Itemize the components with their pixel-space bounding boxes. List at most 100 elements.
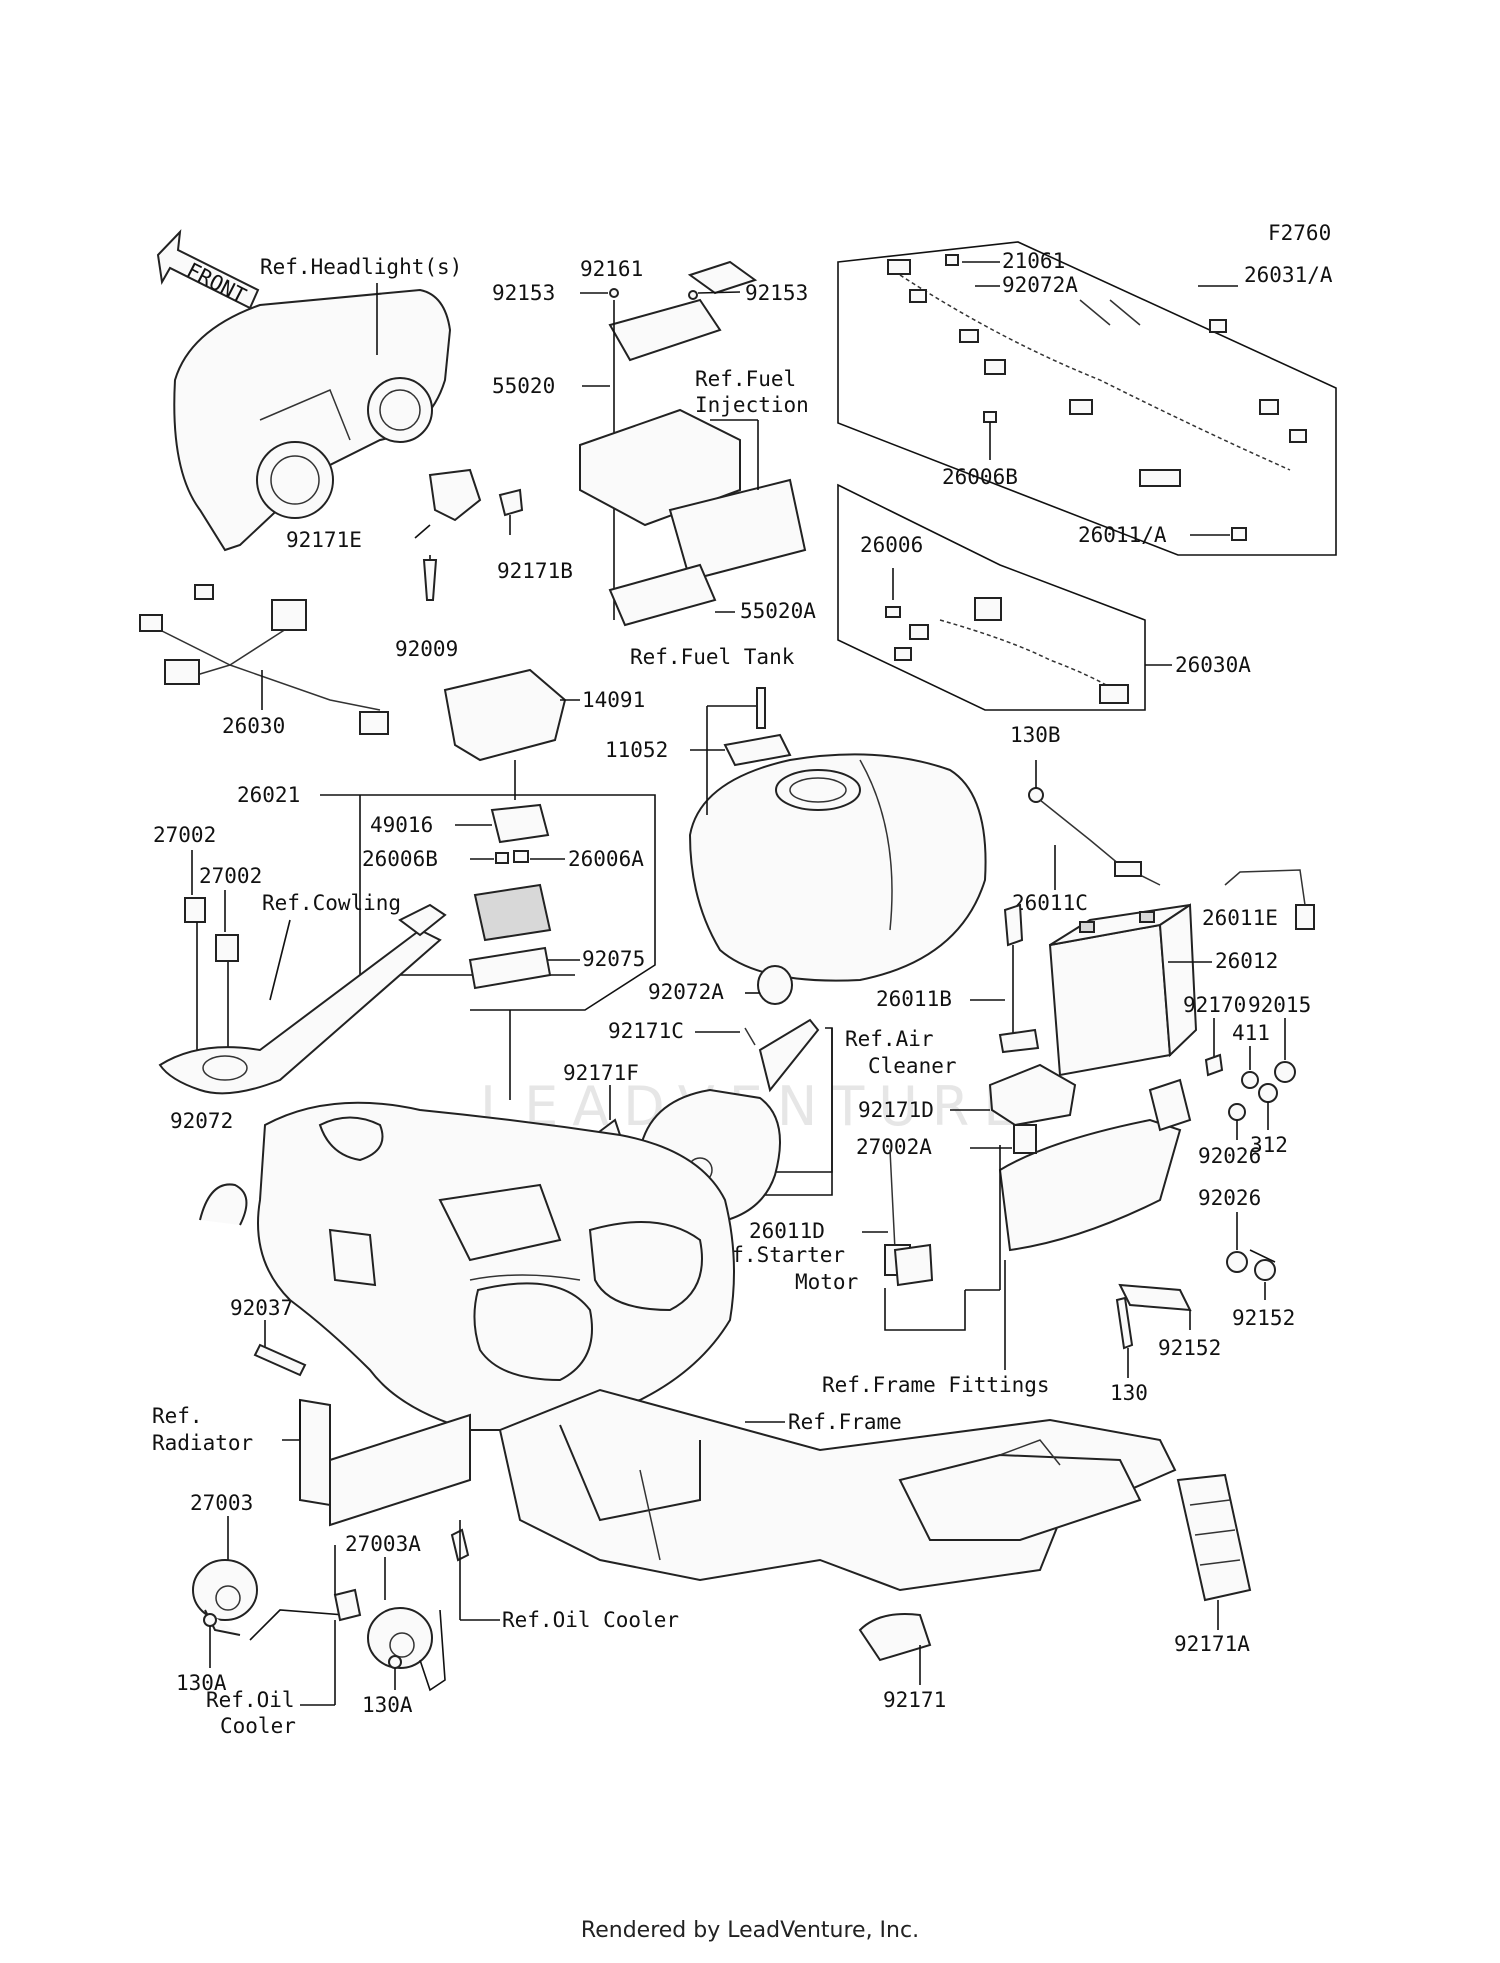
front-arrow-icon: FRONT: [156, 229, 260, 310]
part-27002a-label: 27002A: [856, 1135, 932, 1159]
part-92171f-label: 92171F: [563, 1061, 639, 1085]
connector-26011c: [1114, 861, 1142, 877]
ref-starter-motor-label-2: Motor: [795, 1270, 858, 1294]
part-92171c-label: 92171C: [608, 1019, 684, 1043]
part-26030a-label: 26030A: [1175, 653, 1251, 677]
bracket-55020a: [608, 563, 717, 627]
radiator: [299, 1398, 331, 1507]
bracket-55020: [608, 298, 722, 362]
clip-92171b: [498, 488, 524, 517]
ref-oil-cooler-left-label-1: Ref.Oil: [206, 1688, 295, 1712]
part-130b-label: 130B: [1010, 723, 1061, 747]
fuse-26006a: [513, 850, 529, 863]
headlight-assembly: [173, 288, 452, 552]
battery-26012: [1048, 903, 1198, 1077]
part-26030-label: 26030: [222, 714, 285, 738]
part-92171b-label: 92171B: [497, 559, 573, 583]
part-92075-label: 92075: [582, 947, 645, 971]
part-92171d-label: 92171D: [858, 1098, 934, 1122]
cable-26011b: [1003, 903, 1024, 947]
ref-fuel-injection-label-1: Ref.Fuel: [695, 367, 796, 391]
battery-tray: [998, 1118, 1182, 1252]
ref-frame-fittings-label: Ref.Frame Fittings: [822, 1373, 1050, 1397]
part-27002-first-label: 27002: [153, 823, 216, 847]
part-92171a-label: 92171A: [1174, 1632, 1250, 1656]
ref-fuel-injection-label-2: Injection: [695, 393, 809, 417]
ref-headlight-label: Ref.Headlight(s): [260, 255, 462, 279]
ecu-housing: [579, 408, 741, 527]
part-92153-right-label: 92153: [745, 281, 808, 305]
main-frame-body: [257, 1101, 1177, 1592]
part-49016-label: 49016: [370, 813, 433, 837]
harness-26030a: [894, 597, 1129, 704]
cover-14091: [443, 668, 567, 762]
connector-26011e: [1295, 904, 1315, 930]
band-92072a: [757, 965, 793, 1005]
cover-49016: [490, 803, 550, 844]
horn-27003: [192, 1559, 258, 1636]
part-92152-left-label: 92152: [1158, 1336, 1221, 1360]
relay-box: [473, 883, 552, 942]
part-26011e-label: 26011E: [1202, 906, 1278, 930]
ref-air-cleaner-label-2: Cleaner: [868, 1054, 957, 1078]
part-130-label: 130: [1110, 1381, 1148, 1405]
horn-27003a: [367, 1607, 433, 1669]
part-26011d-label: 26011D: [749, 1219, 825, 1243]
front-arrow-label: FRONT: [183, 258, 251, 308]
part-26011b-label: 26011B: [876, 987, 952, 1011]
band-92072: [199, 1183, 248, 1226]
part-14091-label: 14091: [582, 688, 645, 712]
washer-411: [1241, 1071, 1259, 1089]
bolt-11052: [756, 687, 766, 729]
part-92009-label: 92009: [395, 637, 458, 661]
pad-92171: [858, 1613, 932, 1662]
part-26006b-label: 26006B: [362, 847, 438, 871]
bracket-92171e: [428, 468, 482, 522]
ref-cowling-label: Ref.Cowling: [262, 891, 401, 915]
ref-radiator-label-2: Radiator: [152, 1431, 253, 1455]
part-92072-label: 92072: [170, 1109, 233, 1133]
part-92072a-mid-label: 92072A: [648, 980, 724, 1004]
relay-27002a: [1013, 1124, 1037, 1154]
sub-harness-26030: [139, 584, 389, 735]
nut-92015: [1274, 1061, 1296, 1083]
part-26011c-label: 26011C: [1012, 891, 1088, 915]
part-26012-label: 26012: [1215, 949, 1278, 973]
fuse-cover-92075: [468, 946, 552, 990]
ref-frame-label: Ref.Frame: [788, 1410, 902, 1434]
part-21061-label: 21061: [1002, 249, 1065, 273]
fuel-tank: [688, 753, 987, 982]
part-411-label: 411: [1232, 1021, 1270, 1045]
ref-oil-cooler-right-label: Ref.Oil Cooler: [502, 1608, 679, 1632]
bracket-11052: [723, 733, 792, 767]
part-92026-top-label: 92026: [1198, 1144, 1261, 1168]
part-92026-bottom-label: 92026: [1198, 1186, 1261, 1210]
ref-oil-cooler-left-label-2: Cooler: [220, 1714, 296, 1738]
part-92152-right-label: 92152: [1232, 1306, 1295, 1330]
part-55020a-label: 55020A: [740, 599, 816, 623]
strap-92037: [253, 1343, 307, 1377]
part-26031a-label: 26031/A: [1244, 263, 1333, 287]
part-26011a-label: 26011/A: [1078, 523, 1167, 547]
bolt-130: [1115, 1296, 1134, 1350]
figure-code: F2760: [1268, 221, 1331, 245]
cowling-bracket: [158, 903, 447, 1095]
part-92072a-top-label: 92072A: [1002, 273, 1078, 297]
part-92037-label: 92037: [230, 1296, 293, 1320]
part-92015-label: 92015: [1248, 993, 1311, 1017]
part-26006-label: 26006: [860, 533, 923, 557]
ref-radiator-label-1: Ref.: [152, 1404, 203, 1428]
nut-312: [1258, 1083, 1278, 1103]
part-92170-label: 92170: [1183, 993, 1246, 1017]
part-26021-label: 26021: [237, 783, 300, 807]
part-92153-left-label: 92153: [492, 281, 555, 305]
bracket-92171d: [988, 1063, 1077, 1127]
fuse-26006b: [495, 852, 509, 864]
part-92171e-label: 92171E: [286, 528, 362, 552]
part-27003-label: 27003: [190, 1491, 253, 1515]
ecu-module: [668, 478, 807, 582]
part-55020-label: 55020: [492, 374, 555, 398]
part-26006a-label: 26006A: [568, 847, 644, 871]
part-26006b-top-label: 26006B: [942, 465, 1018, 489]
